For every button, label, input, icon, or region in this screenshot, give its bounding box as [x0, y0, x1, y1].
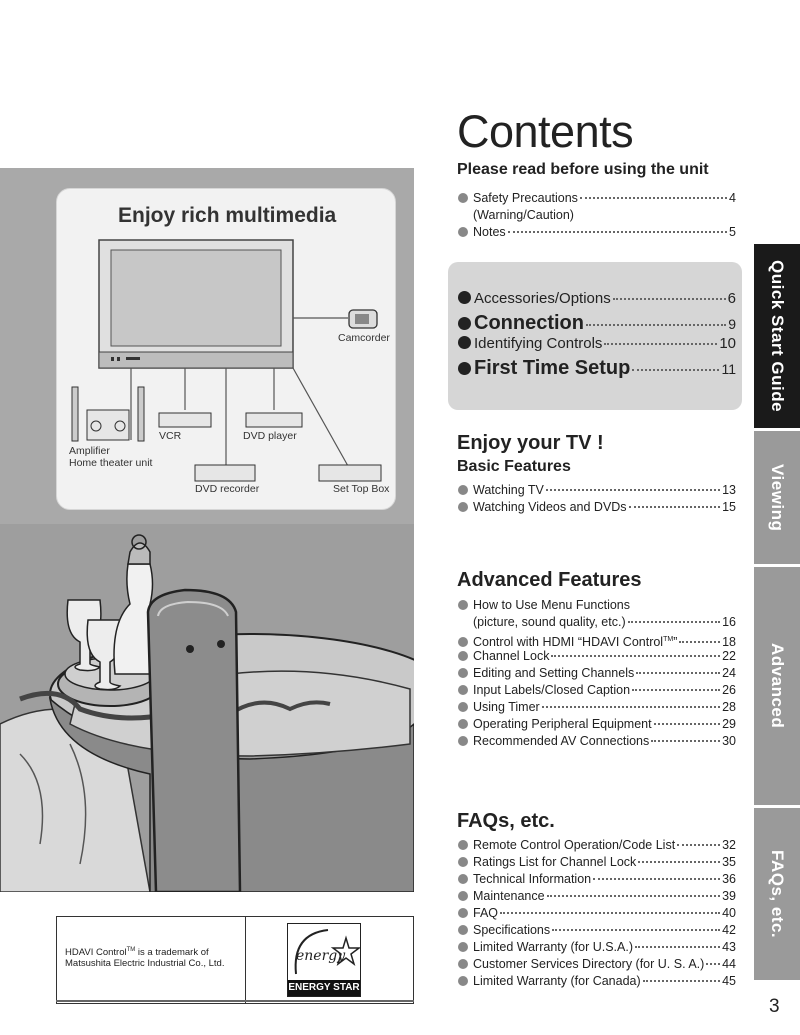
tab-quick-start-guide[interactable]: Quick Start Guide — [754, 244, 800, 428]
bullet-icon — [458, 857, 468, 867]
amplifier-label: Amplifier — [69, 445, 110, 457]
advanced-heading: Advanced Features — [457, 569, 642, 591]
bullet-icon — [458, 651, 468, 661]
enjoy-tv-heading: Enjoy your TV ! — [457, 432, 604, 454]
toc-item[interactable]: Customer Services Directory (for U. S. A… — [458, 956, 736, 973]
bullet-icon — [458, 685, 468, 695]
bullet-icon — [458, 291, 471, 304]
vcr-label: VCR — [159, 430, 182, 442]
camcorder-label: Camcorder — [338, 332, 390, 344]
home-theater-label: Home theater unit — [69, 457, 153, 469]
bullet-icon — [458, 702, 468, 712]
bullet-icon — [458, 668, 468, 678]
living-room-illustration — [0, 524, 414, 892]
bullet-icon — [458, 336, 471, 349]
toc-item[interactable]: Limited Warranty (for Canada)45 — [458, 973, 736, 990]
tab-faqs[interactable]: FAQs, etc. — [754, 808, 800, 980]
toc-item[interactable]: Control with HDMI “HDAVI ControlTM”18 — [458, 631, 736, 649]
bullet-icon — [458, 874, 468, 884]
please-read-heading: Please read before using the unit — [457, 161, 709, 178]
bullet-icon — [458, 362, 471, 375]
advanced-list: How to Use Menu Functions (picture, soun… — [458, 597, 736, 750]
trademark-text: HDAVI ControlTM is a trademark of Matsus… — [65, 947, 225, 970]
bullet-icon — [458, 600, 468, 610]
bullet-icon — [458, 227, 468, 237]
faqs-heading: FAQs, etc. — [457, 810, 555, 832]
trademark-box: HDAVI ControlTM is a trademark of Matsus… — [56, 916, 414, 1004]
bullet-icon — [458, 485, 468, 495]
toc-item[interactable]: Limited Warranty (for U.S.A.)43 — [458, 939, 736, 956]
dvd-recorder-label: DVD recorder — [195, 483, 260, 495]
basic-features-heading: Basic Features — [457, 458, 571, 475]
bullet-icon — [458, 317, 471, 330]
tab-viewing[interactable]: Viewing — [754, 431, 800, 564]
multimedia-heading: Enjoy rich multimedia — [118, 204, 337, 227]
dvd-player-label: DVD player — [243, 430, 297, 442]
toc-item-continued[interactable]: (picture, sound quality, etc.)16 — [473, 615, 736, 629]
page-title: Contents — [457, 106, 634, 157]
bullet-icon — [458, 891, 468, 901]
bullet-icon — [458, 637, 468, 648]
set-top-box-label: Set Top Box — [333, 483, 390, 495]
connection-diagram — [71, 239, 382, 482]
quick-start-panel — [448, 262, 742, 410]
bullet-icon — [458, 976, 468, 986]
bullet-icon — [458, 736, 468, 746]
bullet-icon — [458, 719, 468, 729]
energy-star-icon: energy — [294, 929, 360, 975]
tab-advanced[interactable]: Advanced — [754, 567, 800, 805]
bullet-icon — [458, 840, 468, 850]
energy-script: energy — [296, 948, 346, 964]
toc-item[interactable]: How to Use Menu Functions — [458, 597, 736, 614]
bullet-icon — [458, 959, 468, 969]
page-number: 3 — [769, 996, 780, 1017]
energy-star-label: ENERGY STAR — [288, 980, 360, 996]
energy-star-logo: energy ENERGY STAR — [287, 923, 361, 997]
bullet-icon — [458, 908, 468, 918]
bullet-icon — [458, 942, 468, 952]
bullet-icon — [458, 925, 468, 935]
bullet-icon — [458, 502, 468, 512]
bullet-icon — [458, 193, 468, 203]
